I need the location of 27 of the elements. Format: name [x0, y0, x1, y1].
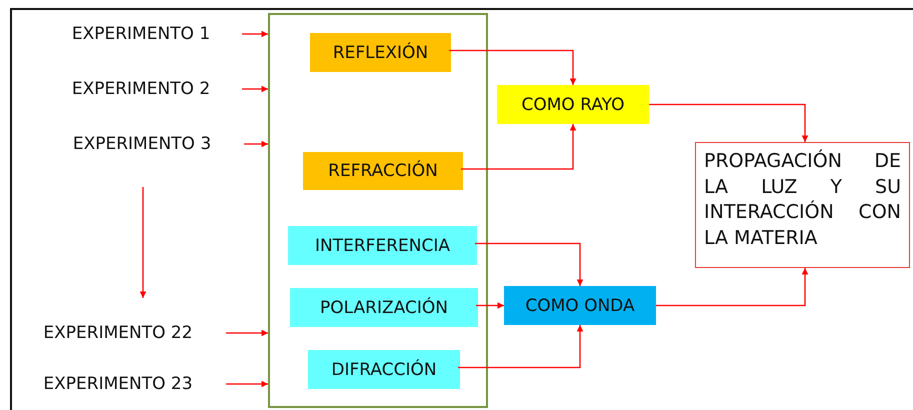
- arrow: [226, 380, 268, 388]
- experiment-label: EXPERIMENTO 3: [52, 131, 232, 157]
- arrow: [649, 104, 808, 142]
- model-box: COMO ONDA: [504, 286, 656, 325]
- arrow: [458, 325, 584, 368]
- experiment-label: EXPERIMENTO 1: [52, 21, 230, 47]
- model-box: COMO RAYO: [497, 85, 649, 124]
- arrow: [476, 302, 504, 309]
- phenomenon-box: DIFRACCIÓN: [308, 350, 460, 389]
- phenomenon-box: INTERFERENCIA: [288, 226, 477, 265]
- experiment-label: EXPERIMENTO 2: [52, 76, 230, 102]
- arrow: [140, 187, 146, 298]
- result-box: PROPAGACIÓN DE LA LUZ Y SU INTERACCIÓN CON LA MATERIA: [695, 142, 910, 268]
- phenomenon-box: REFLEXIÓN: [310, 33, 451, 72]
- arrow: [242, 86, 268, 92]
- phenomenon-box: POLARIZACIÓN: [290, 288, 478, 327]
- phenomena-group-box: [268, 13, 488, 408]
- experiment-label: EXPERIMENTO 22: [22, 320, 214, 346]
- arrow: [226, 330, 268, 336]
- arrow: [242, 30, 268, 38]
- arrow: [449, 50, 576, 85]
- arrow: [475, 242, 584, 286]
- arrow: [461, 124, 576, 170]
- arrow: [244, 140, 268, 148]
- arrow: [656, 268, 808, 306]
- experiment-label: EXPERIMENTO 23: [22, 371, 214, 397]
- phenomenon-box: REFRACCIÓN: [303, 152, 463, 190]
